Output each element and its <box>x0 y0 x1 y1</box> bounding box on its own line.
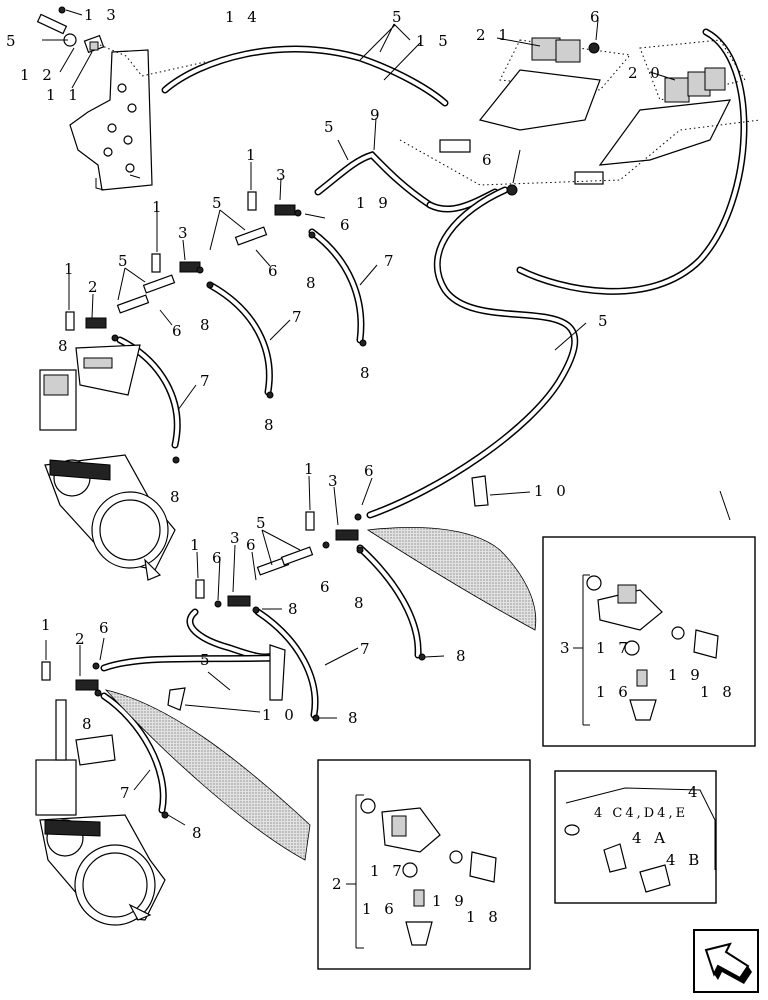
callout-1: 1 <box>190 536 204 554</box>
callout-5: 5 <box>6 32 20 50</box>
callout-4b: 4 B <box>666 851 703 869</box>
return-hose <box>516 28 748 295</box>
callout-5: 5 <box>392 8 406 26</box>
callout-8: 8 <box>348 709 362 727</box>
callout-6: 6 <box>212 549 226 567</box>
callout-8: 8 <box>360 364 374 382</box>
callout-19: 1 9 <box>668 666 704 684</box>
callout-16: 1 6 <box>596 683 632 701</box>
callout-8: 8 <box>170 488 184 506</box>
hose-9-assembly <box>314 151 499 213</box>
fitting-6-top <box>588 42 600 54</box>
callout-8: 8 <box>456 647 470 665</box>
callout-6: 6 <box>99 619 113 637</box>
callout-5: 5 <box>256 514 270 532</box>
leader-lines <box>42 9 731 826</box>
callout-1: 1 <box>64 260 78 278</box>
callout-8: 8 <box>288 600 302 618</box>
callout-5: 5 <box>598 312 612 330</box>
detail-box-3 <box>542 536 756 747</box>
callout-20: 2 0 <box>628 64 664 82</box>
callout-16: 1 6 <box>362 900 398 918</box>
callout-4: 4 <box>688 783 702 801</box>
callout-4-c4-d4-e: 4 C4,D4,E <box>594 806 688 821</box>
fitting-11 <box>83 34 105 54</box>
callout-7: 7 <box>292 308 306 326</box>
callout-18: 1 8 <box>466 908 502 926</box>
detail-box-2 <box>317 759 531 970</box>
long-hose-5 <box>366 186 579 519</box>
callout-7: 7 <box>120 784 134 802</box>
callout-18: 1 8 <box>700 683 736 701</box>
callout-6: 6 <box>482 151 496 169</box>
callout-8: 8 <box>82 715 96 733</box>
callout-2: 2 <box>88 278 102 296</box>
callout-5: 5 <box>324 118 338 136</box>
upper-row-unit <box>65 191 367 464</box>
callout-15: 1 5 <box>416 32 452 50</box>
callout-7: 7 <box>384 252 398 270</box>
opener-unit-lower <box>35 699 166 926</box>
callout-5: 5 <box>118 252 132 270</box>
callout-2: 2 <box>332 875 346 893</box>
mount-bracket <box>69 49 153 191</box>
callout-21: 2 1 <box>476 26 512 44</box>
callout-13: 1 3 <box>84 6 120 24</box>
callout-12: 1 2 <box>20 66 56 84</box>
metering-unit-21 <box>439 37 631 153</box>
callout-19: 1 9 <box>356 194 392 212</box>
callout-3: 3 <box>560 639 574 657</box>
dotted-leader-11 <box>99 44 206 77</box>
callout-1: 1 <box>152 198 166 216</box>
top-tube-5 <box>36 13 68 35</box>
callout-5: 5 <box>200 651 214 669</box>
callout-6: 6 <box>320 578 334 596</box>
lower-row-unit <box>41 475 537 861</box>
callout-6: 6 <box>340 216 354 234</box>
callout-3: 3 <box>178 224 192 242</box>
callout-5: 5 <box>212 194 226 212</box>
callout-7: 7 <box>360 640 374 658</box>
callout-8: 8 <box>306 274 320 292</box>
callout-6: 6 <box>268 262 282 280</box>
callout-14: 1 4 <box>225 8 261 26</box>
callout-3: 3 <box>230 529 244 547</box>
callout-2: 2 <box>75 630 89 648</box>
callout-3: 3 <box>328 472 342 490</box>
callout-10: 1 0 <box>534 482 570 500</box>
callout-8: 8 <box>264 416 278 434</box>
callout-6: 6 <box>246 536 260 554</box>
callout-1: 1 <box>41 616 55 634</box>
callout-1: 1 <box>304 460 318 478</box>
callout-9: 9 <box>370 106 384 124</box>
callout-8: 8 <box>200 316 214 334</box>
fitting-6-mid <box>506 184 518 196</box>
hose-top-5 <box>161 45 449 107</box>
callout-6: 6 <box>590 8 604 26</box>
screw-13 <box>58 6 66 14</box>
opener-unit-upper <box>39 344 176 581</box>
callout-8: 8 <box>192 824 206 842</box>
callout-6: 6 <box>364 462 378 480</box>
page-arrow-icon[interactable] <box>693 929 759 993</box>
callout-labels: 1 3 5 1 2 1 1 1 4 5 1 5 2 1 6 2 0 5 9 6 … <box>6 6 736 926</box>
callout-10: 1 0 <box>262 706 298 724</box>
callout-8: 8 <box>58 337 72 355</box>
callout-4a: 4 A <box>632 829 669 847</box>
metering-unit-20 <box>574 39 746 185</box>
callout-3: 3 <box>276 166 290 184</box>
detail-box-4 <box>554 770 717 904</box>
callout-8: 8 <box>354 594 368 612</box>
callout-17: 1 7 <box>370 862 406 880</box>
callout-19: 1 9 <box>432 892 468 910</box>
callout-6: 6 <box>172 322 186 340</box>
callout-1: 1 <box>246 146 260 164</box>
callout-7: 7 <box>200 372 214 390</box>
callout-11: 1 1 <box>46 86 82 104</box>
callout-17: 1 7 <box>596 639 632 657</box>
